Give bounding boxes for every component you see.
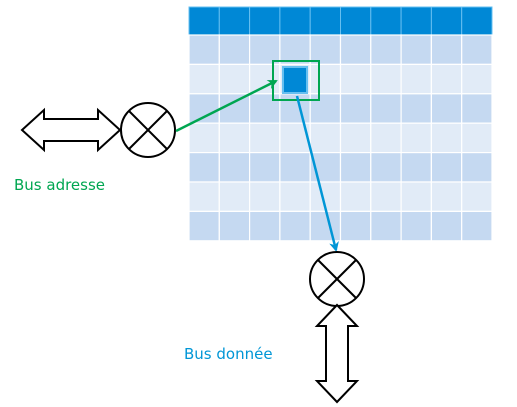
memory-cell — [279, 210, 311, 242]
memory-cell — [461, 152, 493, 183]
memory-cell — [430, 63, 463, 95]
memory-cell — [309, 93, 342, 124]
memory-cell — [279, 93, 311, 124]
memory-cell — [339, 152, 372, 183]
memory-cell — [339, 34, 372, 65]
memory-cell — [218, 210, 251, 242]
memory-cell — [309, 122, 342, 154]
memory-cell — [461, 63, 493, 95]
memory-header-cell — [461, 6, 493, 36]
memory-cell — [309, 210, 342, 242]
memory-cell — [279, 152, 311, 183]
memory-cell — [339, 63, 372, 95]
memory-cell — [461, 181, 493, 212]
memory-cell — [370, 63, 402, 95]
memory-cell — [218, 122, 251, 154]
memory-cell — [339, 93, 372, 124]
memory-cell — [400, 152, 433, 183]
memory-cell — [400, 93, 433, 124]
memory-cell — [249, 210, 281, 242]
memory-cell — [461, 210, 493, 242]
memory-header-cell — [370, 6, 402, 36]
memory-cell — [430, 93, 463, 124]
memory-header-cell — [188, 6, 220, 36]
memory-cell — [339, 181, 372, 212]
memory-cell — [218, 63, 251, 95]
memory-cell — [370, 152, 402, 183]
memory-cell — [249, 34, 281, 65]
memory-cell — [370, 93, 402, 124]
circle-x-icon — [309, 251, 365, 307]
memory-cell — [249, 93, 281, 124]
double-arrow-horizontal-icon — [20, 107, 122, 153]
memory-cell — [188, 152, 220, 183]
memory-cell — [279, 181, 311, 212]
memory-header-cell — [218, 6, 251, 36]
memory-header-cell — [430, 6, 463, 36]
address-arrow — [175, 79, 278, 133]
memory-cell — [400, 34, 433, 65]
memory-header-cell — [279, 6, 311, 36]
memory-cell — [370, 34, 402, 65]
memory-cell — [188, 93, 220, 124]
memory-cell — [249, 152, 281, 183]
memory-cell — [218, 93, 251, 124]
memory-cell — [339, 122, 372, 154]
circle-x-icon — [120, 102, 176, 158]
data-arrow — [295, 95, 339, 252]
memory-header-cell — [340, 6, 372, 36]
memory-cell — [218, 152, 251, 183]
memory-cell — [188, 122, 220, 154]
memory-cell — [400, 181, 433, 212]
memory-cell — [249, 181, 281, 212]
memory-cell — [461, 122, 493, 154]
memory-cell — [430, 181, 463, 212]
memory-cell — [461, 93, 493, 124]
memory-cell — [430, 122, 463, 154]
memory-cell — [400, 122, 433, 154]
memory-cell — [249, 63, 281, 95]
memory-cell — [309, 63, 342, 95]
memory-cell — [249, 122, 281, 154]
memory-header-cell — [309, 6, 342, 36]
memory-cell — [400, 63, 433, 95]
memory-cell — [370, 210, 402, 242]
memory-cell — [370, 122, 402, 154]
memory-cell — [461, 34, 493, 65]
memory-header-cell — [249, 6, 281, 36]
memory-cell — [188, 63, 220, 95]
memory-cell — [188, 34, 220, 65]
memory-cell — [430, 210, 463, 242]
memory-cell — [188, 210, 220, 242]
memory-cell — [430, 152, 463, 183]
memory-cell — [279, 34, 311, 65]
memory-cell — [400, 210, 433, 242]
address-bus-label: Bus adresse — [14, 176, 106, 194]
memory-cell — [430, 34, 463, 65]
memory-cell — [309, 34, 342, 65]
double-arrow-vertical-icon — [314, 303, 360, 404]
memory-cell — [218, 34, 251, 65]
data-bus-label: Bus donnée — [184, 345, 273, 363]
memory-cell — [218, 181, 251, 212]
memory-cell — [339, 210, 372, 242]
memory-header-cell — [400, 6, 432, 36]
memory-cell — [370, 181, 402, 212]
memory-cell — [188, 181, 220, 212]
memory-grid — [188, 6, 493, 242]
selected-memory-cell — [282, 66, 308, 94]
